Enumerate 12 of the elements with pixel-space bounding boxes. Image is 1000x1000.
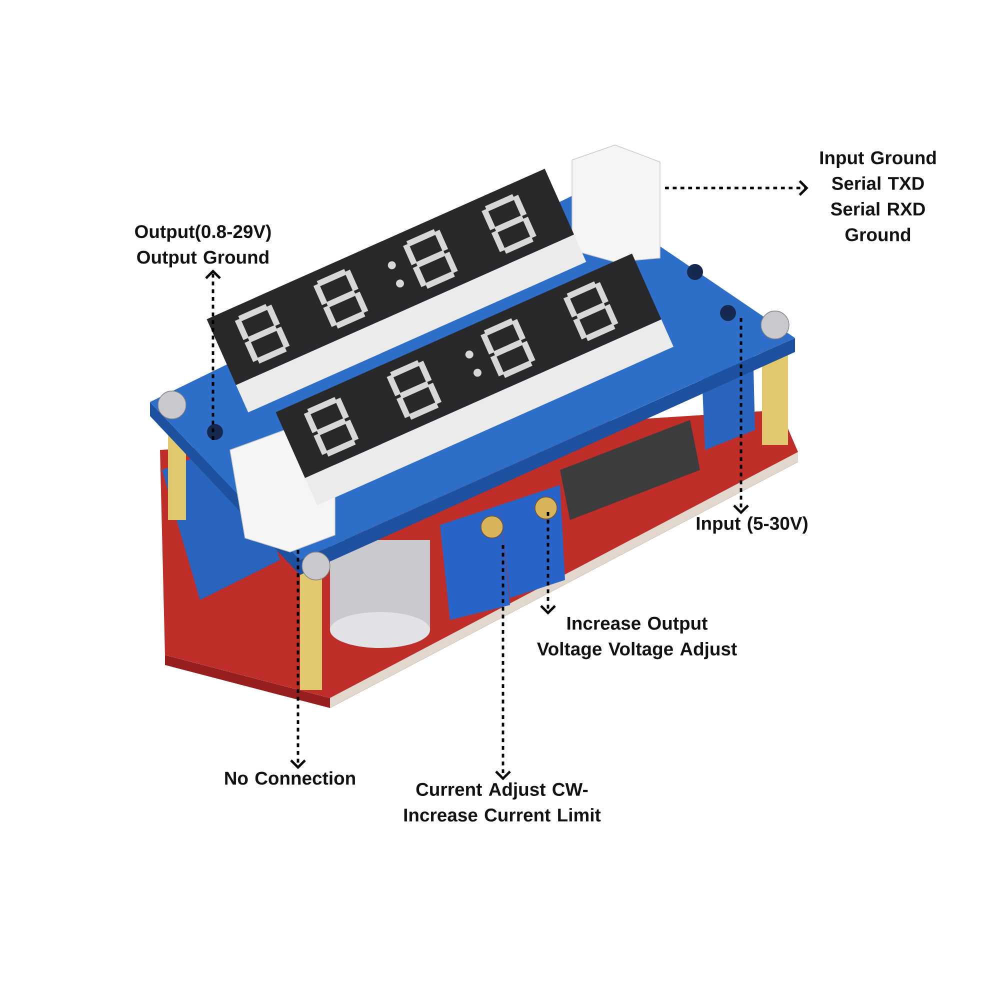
leader-line bbox=[290, 550, 306, 770]
leader-line bbox=[733, 318, 749, 514]
callout-label: No Connection bbox=[225, 771, 355, 785]
leader-line bbox=[495, 545, 511, 780]
leader-line bbox=[205, 270, 221, 440]
callout-label: Increase Output Voltage Voltage Adjust bbox=[537, 616, 737, 660]
callout-label: Input (5-30V) bbox=[696, 516, 808, 534]
callout-label: Input Ground Serial TXD Serial RXD Ground bbox=[820, 150, 936, 242]
leader-line bbox=[665, 180, 808, 196]
leader-line bbox=[540, 512, 556, 615]
callout-label: Output(0.8-29V) Output Ground bbox=[135, 224, 271, 268]
callout-label: Current Adjust CW-Increase Current Limit bbox=[404, 782, 601, 822]
